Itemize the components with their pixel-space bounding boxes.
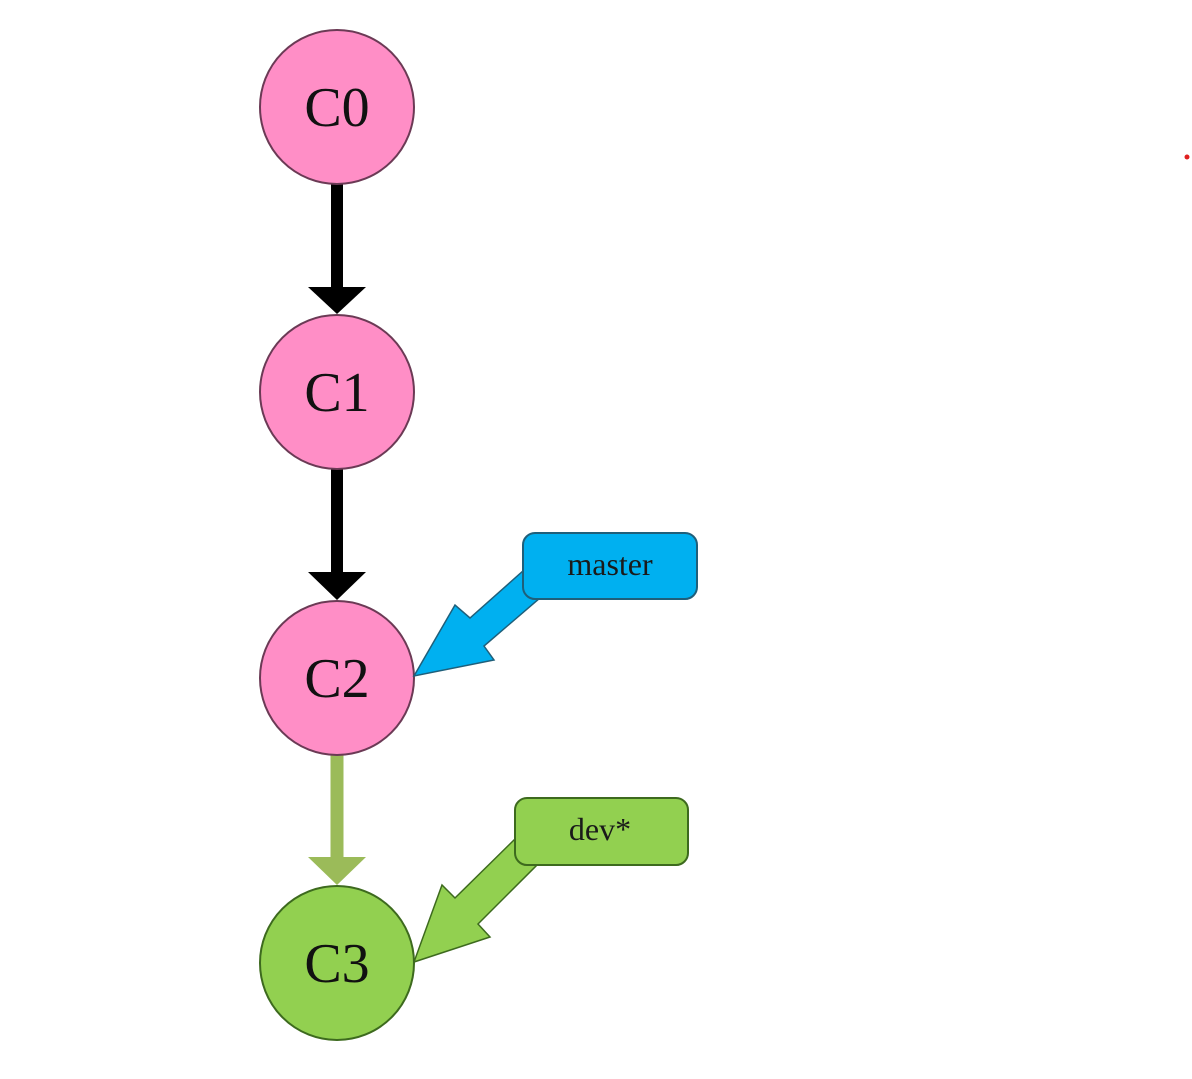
branch-dev: dev* <box>412 797 689 964</box>
edge-c1-c2 <box>308 462 366 600</box>
commit-node-c1: C1 <box>259 314 415 470</box>
edge-c2-c3 <box>308 745 366 885</box>
edge-c0-c1 <box>308 177 366 314</box>
master-pointer-arrow <box>412 568 541 678</box>
branch-label-dev: dev* <box>569 811 631 847</box>
dev-pointer-arrow <box>412 836 537 964</box>
commit-node-c0: C0 <box>259 29 415 185</box>
commit-node-c2: C2 <box>259 600 415 756</box>
commit-label: C3 <box>304 933 369 995</box>
branch-master: master <box>412 532 698 678</box>
branch-label-master: master <box>567 546 653 582</box>
red-dot <box>1184 154 1190 160</box>
commit-label: C1 <box>304 362 369 424</box>
commit-label: C2 <box>304 648 369 710</box>
commit-label: C0 <box>304 77 369 139</box>
commit-node-c3: C3 <box>259 885 415 1041</box>
